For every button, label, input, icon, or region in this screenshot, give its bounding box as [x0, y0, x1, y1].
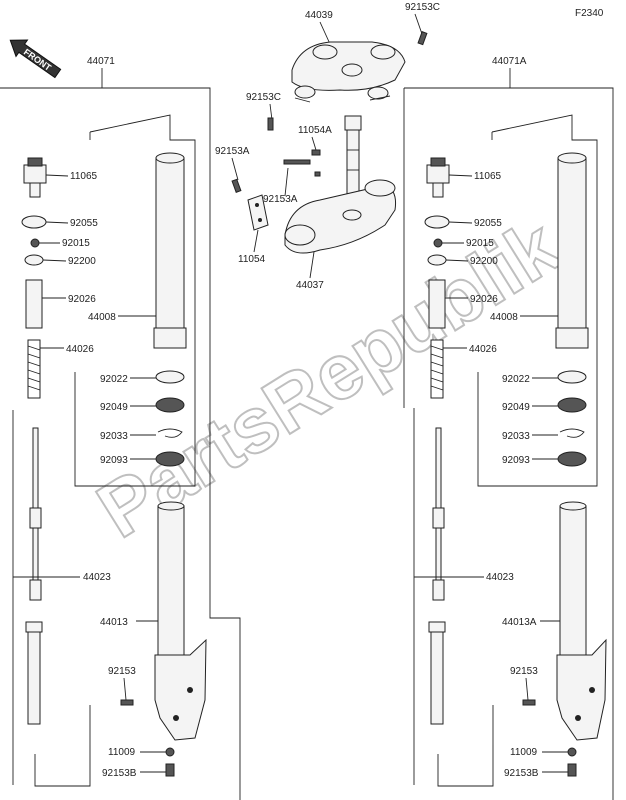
label-44008-left: 44008 [88, 312, 116, 323]
label-44013-left: 44013 [100, 617, 128, 628]
collar-92026-right [428, 279, 446, 329]
bolt-92153b-left [165, 763, 175, 777]
diagram-code: F2340 [575, 8, 604, 19]
upper-triple-clamp [291, 41, 406, 103]
label-92055-left: 92055 [70, 218, 98, 229]
clip-92033-right [559, 428, 585, 438]
washer-11009-right [567, 747, 577, 757]
assembly-frame-left [0, 87, 241, 800]
bolt-92153a-a [231, 178, 242, 193]
label-92026-left: 92026 [68, 294, 96, 305]
bottom-frame-left [34, 745, 91, 787]
label-92153b-right: 92153B [504, 768, 539, 779]
washer-92200-left [24, 254, 44, 266]
seal-92093-right [557, 451, 587, 467]
label-92022-right: 92022 [502, 374, 530, 385]
label-92022-left: 92022 [100, 374, 128, 385]
label-92093-left: 92093 [100, 455, 128, 466]
bolt-92153c-top [417, 31, 428, 46]
label-11065-right: 11065 [474, 171, 502, 182]
inner-tube-44013a-right [556, 501, 607, 741]
seal-92049-left [155, 397, 185, 413]
label-44039: 44039 [305, 10, 333, 21]
assembly-frame-right [404, 87, 614, 800]
bolt-92153-left [120, 699, 134, 706]
bolt-92153a-b [283, 159, 311, 165]
label-11054: 11054 [238, 254, 266, 265]
label-44026-right: 44026 [469, 344, 497, 355]
label-92093-right: 92093 [502, 455, 530, 466]
label-92153-right: 92153 [510, 666, 538, 677]
label-92033-left: 92033 [100, 431, 128, 442]
lower-triple-clamp [284, 179, 396, 254]
inner-frame-right [477, 114, 598, 487]
label-44026-left: 44026 [66, 344, 94, 355]
oring-92055-right [424, 215, 450, 229]
fork-cap-11065-right [426, 157, 450, 198]
clip-11054a [311, 149, 321, 177]
nut-92015-left [30, 238, 40, 248]
label-44023-left: 44023 [83, 572, 111, 583]
clip-92033-left [157, 428, 183, 438]
label-44037: 44037 [296, 280, 324, 291]
label-92015-right: 92015 [466, 238, 494, 249]
damper-rod-44023-left [29, 427, 42, 601]
outer-tube-44008-left [153, 152, 187, 349]
bolt-92153-right [522, 699, 536, 706]
oring-92055-left [21, 215, 47, 229]
label-11009-right: 11009 [510, 747, 538, 758]
label-92200-left: 92200 [68, 256, 96, 267]
seal-92049-right [557, 397, 587, 413]
seal-92093-left [155, 451, 185, 467]
label-11009-left: 11009 [108, 747, 136, 758]
label-11065-left: 11065 [70, 171, 98, 182]
label-44013a-right: 44013A [502, 617, 537, 628]
label-92153c-top: 92153C [405, 2, 440, 13]
washer-92200-right [427, 254, 447, 266]
label-92049-left: 92049 [100, 402, 128, 413]
fork-cap-11065-left [23, 157, 47, 198]
label-92049-right: 92049 [502, 402, 530, 413]
front-arrow-icon: FRONT [9, 39, 62, 79]
damper-rod-44023-right [432, 427, 445, 601]
bracket-11054 [247, 194, 269, 231]
inner-tube-44013-left [154, 501, 207, 741]
label-92055-right: 92055 [474, 218, 502, 229]
label-92033-right: 92033 [502, 431, 530, 442]
cylinder-left [25, 621, 43, 725]
seal-92022-left [155, 370, 185, 384]
washer-11009-left [165, 747, 175, 757]
spring-44026-left [27, 339, 41, 399]
spring-44026-right [430, 339, 444, 399]
label-92015-left: 92015 [62, 238, 90, 249]
label-92153a-a: 92153A [215, 146, 250, 157]
nut-92015-right [433, 238, 443, 248]
label-92153b-left: 92153B [102, 768, 137, 779]
cylinder-right [428, 621, 446, 725]
label-11054a: 11054A [298, 125, 332, 136]
label-44071a: 44071A [492, 56, 527, 67]
bolt-92153c-mid [267, 117, 274, 131]
inner-frame-left [74, 114, 196, 487]
seal-92022-right [557, 370, 587, 384]
label-44071: 44071 [87, 56, 115, 67]
bottom-frame-right [437, 745, 494, 787]
label-92153-left: 92153 [108, 666, 136, 677]
label-92153c-mid: 92153C [246, 92, 281, 103]
label-92153a-b: 92153A [263, 194, 298, 205]
label-92026-right: 92026 [470, 294, 498, 305]
label-44008-right: 44008 [490, 312, 518, 323]
front-label: FRONT [22, 47, 54, 73]
label-44023-right: 44023 [486, 572, 514, 583]
label-92200-right: 92200 [470, 256, 498, 267]
outer-tube-44008-right [555, 152, 589, 349]
collar-92026-left [25, 279, 43, 329]
bolt-92153b-right [567, 763, 577, 777]
